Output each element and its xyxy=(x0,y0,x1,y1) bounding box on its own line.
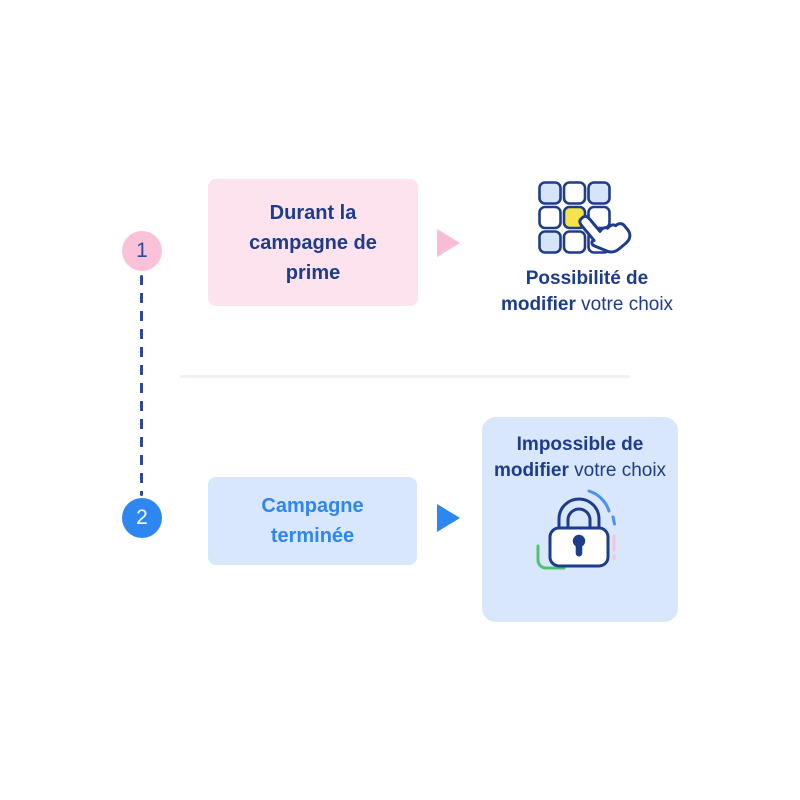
step-1-result-bold: Possibilité de modifier xyxy=(500,268,649,315)
step-1-badge: 1 xyxy=(122,231,162,271)
step-2-result-bold: Impossible de modifier xyxy=(493,434,644,481)
padlock-icon xyxy=(534,486,626,582)
step-1-card-label: Durant la campagne de prime xyxy=(249,201,377,284)
timeline-dashed-connector xyxy=(140,275,143,496)
step-2-card: Campagne terminée xyxy=(208,477,417,565)
step-1-result-regular: votre choix xyxy=(575,294,674,315)
step-2-result-regular: votre choix xyxy=(568,460,667,481)
step-2-result-card: Impossible de modifier votre choix xyxy=(482,417,678,622)
step-1-result-text: Possibilité de modifier votre choix xyxy=(497,266,677,318)
step-2-result-text: Impossible de modifier votre choix xyxy=(492,432,668,484)
keypad-tap-icon xyxy=(538,181,634,265)
section-divider xyxy=(180,375,630,378)
triangle-right-icon xyxy=(437,504,460,532)
step-2-card-label: Campagne terminée xyxy=(261,495,364,547)
step-1-card: Durant la campagne de prime xyxy=(208,179,418,306)
step-2-badge: 2 xyxy=(122,498,162,538)
triangle-right-icon xyxy=(437,229,460,257)
